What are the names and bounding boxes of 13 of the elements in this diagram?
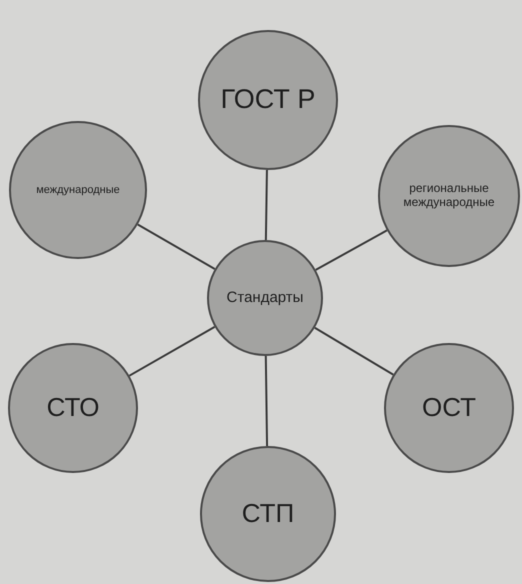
connector-line bbox=[264, 170, 268, 240]
connector-line bbox=[314, 326, 394, 376]
node-label: СТП bbox=[242, 499, 294, 529]
connector-line bbox=[128, 326, 216, 377]
connector-line bbox=[315, 230, 388, 271]
node-label: ОСТ bbox=[422, 393, 476, 423]
node-label: СТО bbox=[46, 393, 100, 423]
node-label: международные bbox=[36, 184, 120, 196]
connector-line bbox=[137, 224, 216, 270]
node-label: ГОСТ Р bbox=[220, 84, 316, 116]
connector-line bbox=[264, 356, 268, 446]
node-label: Стандарты bbox=[226, 289, 304, 307]
node-label: региональные международные bbox=[402, 182, 496, 210]
